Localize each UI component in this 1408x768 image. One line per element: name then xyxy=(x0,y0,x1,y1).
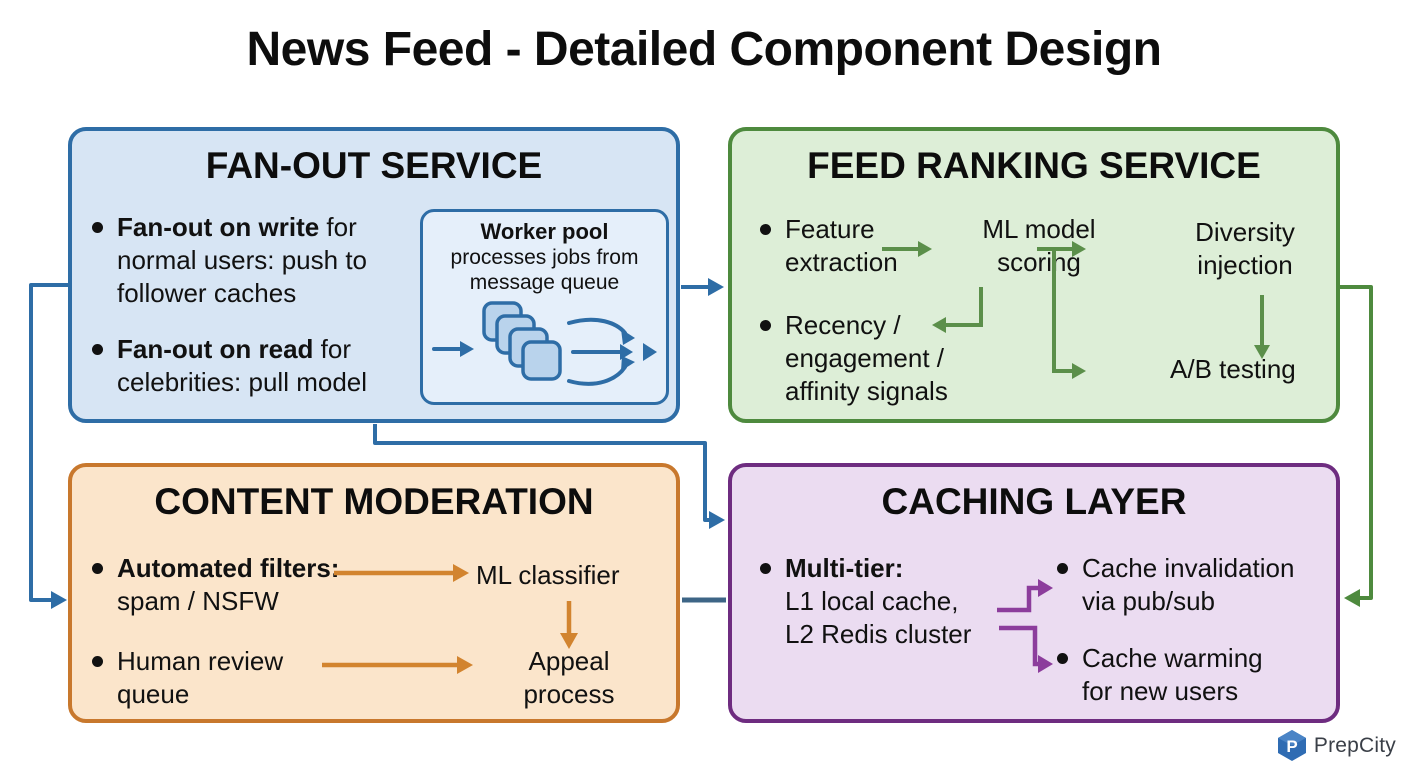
fanout-bullet-read: Fan-out on read for celebrities: pull mo… xyxy=(92,333,422,399)
worker-pool-title: Worker pool xyxy=(480,219,609,244)
bullet-dot xyxy=(92,344,103,355)
caching-bullet-warming: Cache warming for new users xyxy=(1057,642,1263,708)
caching-bullet-invalidation: Cache invalidation via pub/sub xyxy=(1057,552,1294,618)
bullet-dot xyxy=(92,222,103,233)
ranking-bullet-feature-extraction: Feature extraction xyxy=(760,213,898,279)
feed-ranking-service-box: FEED RANKING SERVICE Feature extraction … xyxy=(728,127,1340,423)
fanout-service-box: FAN-OUT SERVICE Fan-out on write for nor… xyxy=(68,127,680,423)
bullet-dot xyxy=(1057,563,1068,574)
bullet-dot xyxy=(760,224,771,235)
brand-watermark: P PrepCity xyxy=(1277,729,1396,762)
moderation-bullet-human-review: Human review queue xyxy=(92,645,283,711)
arrow-ml-to-signals xyxy=(944,287,983,327)
page-title: News Feed - Detailed Component Design xyxy=(246,23,1162,76)
brand-name: PrepCity xyxy=(1313,733,1396,757)
bullet-dot xyxy=(760,563,771,574)
content-moderation-title: CONTENT MODERATION xyxy=(154,481,594,522)
ranking-node-ab-testing: A/B testing xyxy=(1170,354,1296,384)
prepcity-logo-icon: P xyxy=(1277,730,1306,761)
moderation-bullet-automated-filters: Automated filters: spam / NSFW xyxy=(92,552,339,618)
connector-ranking-to-caching xyxy=(1339,285,1373,600)
caching-bullet-multi-tier: Multi-tier: L1 local cache, L2 Redis clu… xyxy=(760,552,971,651)
bullet-dot xyxy=(92,563,103,574)
arrow-tier-to-invalidation xyxy=(997,585,1040,613)
svg-text:P: P xyxy=(1286,737,1297,756)
arrow-tier-to-warming xyxy=(999,625,1040,667)
bullet-dot xyxy=(92,656,103,667)
content-moderation-box: CONTENT MODERATION Automated filters: sp… xyxy=(68,463,680,723)
fanout-bullet-write: Fan-out on write for normal users: push … xyxy=(92,211,422,310)
bullet-dot xyxy=(1057,653,1068,664)
connector-fanout-to-moderation xyxy=(29,283,68,602)
caching-layer-box: CACHING LAYER Multi-tier: L1 local cache… xyxy=(728,463,1340,723)
ranking-bullet-signals: Recency / engagement / affinity signals xyxy=(760,309,948,408)
bullet-dot xyxy=(760,320,771,331)
moderation-node-ml-classifier: ML classifier xyxy=(476,560,620,590)
worker-pool-box: Worker pool processes jobs from message … xyxy=(420,209,669,405)
worker-pool-icon xyxy=(432,301,657,386)
ranking-node-diversity-injection: Diversity injection xyxy=(1195,217,1295,280)
caching-layer-title: CACHING LAYER xyxy=(881,481,1187,522)
feed-ranking-service-title: FEED RANKING SERVICE xyxy=(807,145,1261,186)
ranking-node-ml-model-scoring: ML model scoring xyxy=(982,214,1096,277)
fanout-service-title: FAN-OUT SERVICE xyxy=(205,145,543,186)
moderation-node-appeal-process: Appeal process xyxy=(523,646,615,709)
